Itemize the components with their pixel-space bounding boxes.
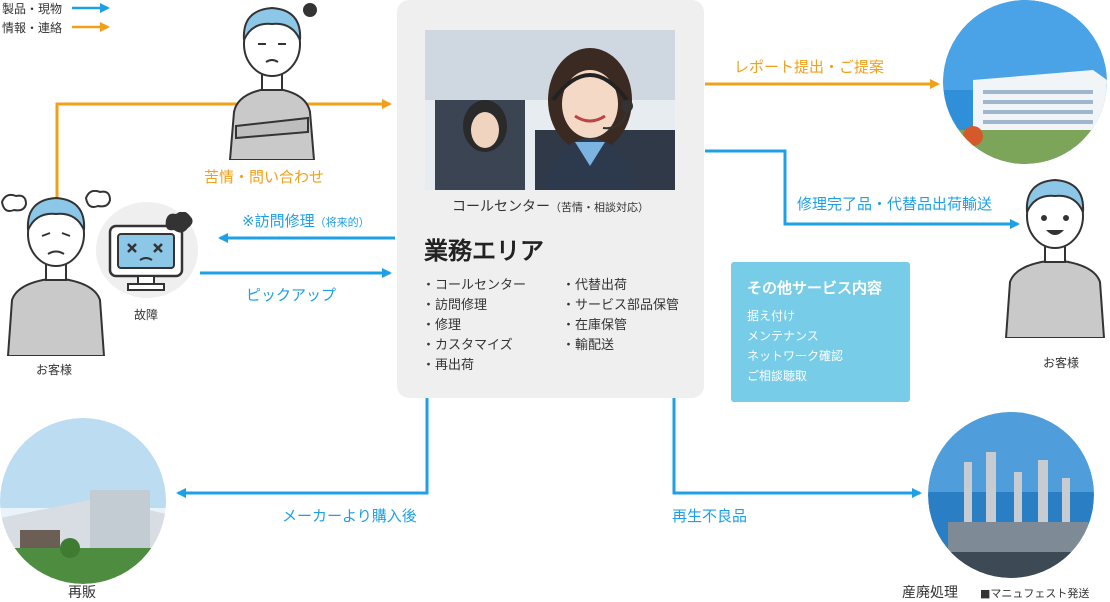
broken-monitor-icon bbox=[108, 212, 193, 291]
legend-info-label: 情報・連絡 bbox=[2, 21, 63, 35]
resale-building-photo bbox=[0, 418, 166, 584]
service-item: ネットワーク確認 bbox=[747, 349, 844, 363]
customer-right-illustration bbox=[1004, 178, 1106, 338]
resale-label: 再販 bbox=[68, 585, 96, 601]
business-area-title: 業務エリア bbox=[424, 237, 544, 265]
visit-repair-label: ※訪問修理（将来的） bbox=[242, 212, 370, 230]
service-item: ご相談聴取 bbox=[747, 369, 808, 383]
list-item: ・カスタマイズ bbox=[422, 338, 513, 353]
list-item: ・コールセンター bbox=[422, 278, 527, 293]
customer-right-label: お客様 bbox=[1043, 356, 1080, 370]
complaint-label: 苦情・問い合わせ bbox=[204, 168, 325, 186]
list-item: ・在庫保管 bbox=[562, 318, 628, 333]
list-item: ・代替出荷 bbox=[562, 278, 628, 293]
list-item: ・訪問修理 bbox=[422, 298, 488, 313]
disposal-plant-photo bbox=[928, 412, 1094, 578]
service-item: 据え付け bbox=[747, 309, 796, 323]
list-item: ・サービス部品保管 bbox=[562, 298, 680, 313]
list-item: ・輸配送 bbox=[562, 338, 615, 353]
defective-label: 再生不良品 bbox=[672, 507, 748, 525]
defective-arrow bbox=[672, 398, 922, 498]
worried-person-illustration bbox=[228, 3, 317, 160]
service-item: メンテナンス bbox=[747, 329, 819, 343]
other-services-box: その他サービス内容 据え付け メンテナンス ネットワーク確認 ご相談聴取 bbox=[731, 262, 910, 402]
disposal-label: 産廃処理 bbox=[902, 585, 958, 601]
legend-product-label: 製品・現物 bbox=[2, 2, 63, 16]
list-item: ・修理 bbox=[422, 318, 462, 333]
after-purchase-label: メーカーより購入後 bbox=[282, 507, 417, 525]
manifest-note: ■マニュフェスト発送 bbox=[980, 587, 1090, 600]
repair-ship-arrow bbox=[705, 149, 1020, 229]
factory-office-photo bbox=[943, 0, 1107, 164]
repair-ship-label: 修理完了品・代替品出荷輸送 bbox=[797, 195, 993, 213]
pickup-label: ピックアップ bbox=[246, 286, 337, 304]
customer-left-illustration bbox=[0, 190, 112, 356]
business-list-left: ・コールセンター ・訪問修理 ・修理 ・カスタマイズ ・再出荷 bbox=[422, 276, 526, 376]
customer-left-label: お客様 bbox=[36, 363, 73, 377]
list-item: ・再出荷 bbox=[422, 358, 475, 373]
after-purchase-arrow bbox=[176, 398, 429, 498]
report-label: レポート提出・ご提案 bbox=[734, 58, 885, 76]
other-services-title: その他サービス内容 bbox=[747, 279, 883, 297]
business-list-right: ・代替出荷 ・サービス部品保管 ・在庫保管 ・輸配送 bbox=[562, 276, 679, 356]
call-center-caption: コールセンター（苦情・相談対応） bbox=[452, 199, 649, 215]
call-center-photo bbox=[425, 30, 675, 190]
breakdown-label: 故障 bbox=[134, 308, 159, 322]
